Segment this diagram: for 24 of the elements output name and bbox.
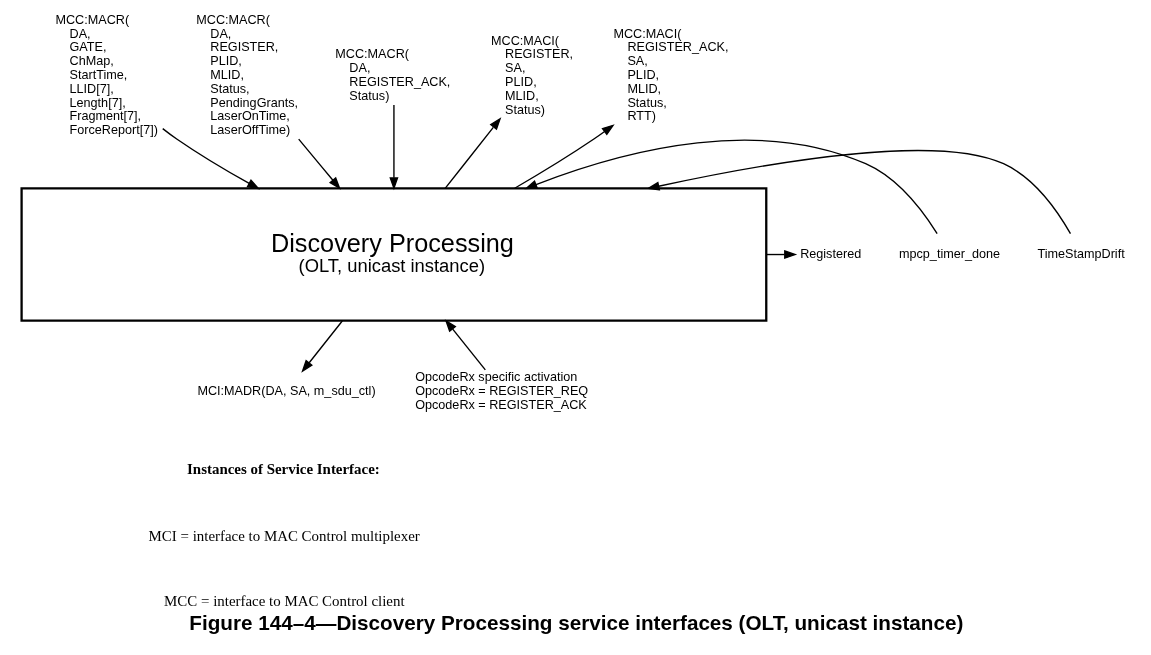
node-text: MCC:MACI( REGISTER, SA, PLID, MLID, Status)	[491, 33, 574, 117]
label: MCC = interface to MAC Control client	[164, 593, 405, 610]
arrow	[524, 139, 938, 235]
node-text: OpcodeRx specific activation OpcodeRx = REGISTER_REQ OpcodeRx = REGISTER_ACK	[415, 370, 589, 412]
node-text: MCC:MACR( DA, REGISTER, PLID, MLID, Status, PendingGrants, LaserOnTime, LaserOffTime)	[196, 12, 299, 138]
node-box: Discovery Processing (OLT, unicast instance)	[20, 187, 768, 322]
node-text: MCI:MADR(DA, SA, m_sdu_ctl)	[197, 384, 376, 399]
arrow	[646, 149, 1072, 235]
arrow	[298, 138, 341, 190]
node-text: TimeStampDrift	[1037, 246, 1125, 261]
node-text: MCC:MACR( DA, REGISTER_ACK, Status)	[335, 47, 451, 103]
arrow	[162, 127, 261, 190]
node-text: MCC:MACR( DA, GATE, ChMap, StartTime, LLID[7], Length[7], Fragment[7], ForceReport[7])	[55, 12, 158, 138]
caption: Figure 144–4—Discovery Processing service interfaces (OLT, unicast instance)	[189, 611, 964, 635]
node-text: Registered	[800, 246, 862, 261]
arrow	[301, 320, 344, 373]
label: Instances of Service Interface:	[187, 460, 380, 477]
arrow	[444, 117, 502, 190]
label: MCI = interface to MAC Control multiplexer	[148, 527, 420, 544]
arrow	[514, 124, 615, 189]
node-text: mpcp_timer_done	[898, 246, 1001, 261]
arrow	[389, 104, 399, 191]
node-text: MCC:MACI( REGISTER_ACK, SA, PLID, MLID, Status, RTT)	[613, 26, 729, 124]
arrow	[444, 319, 487, 371]
